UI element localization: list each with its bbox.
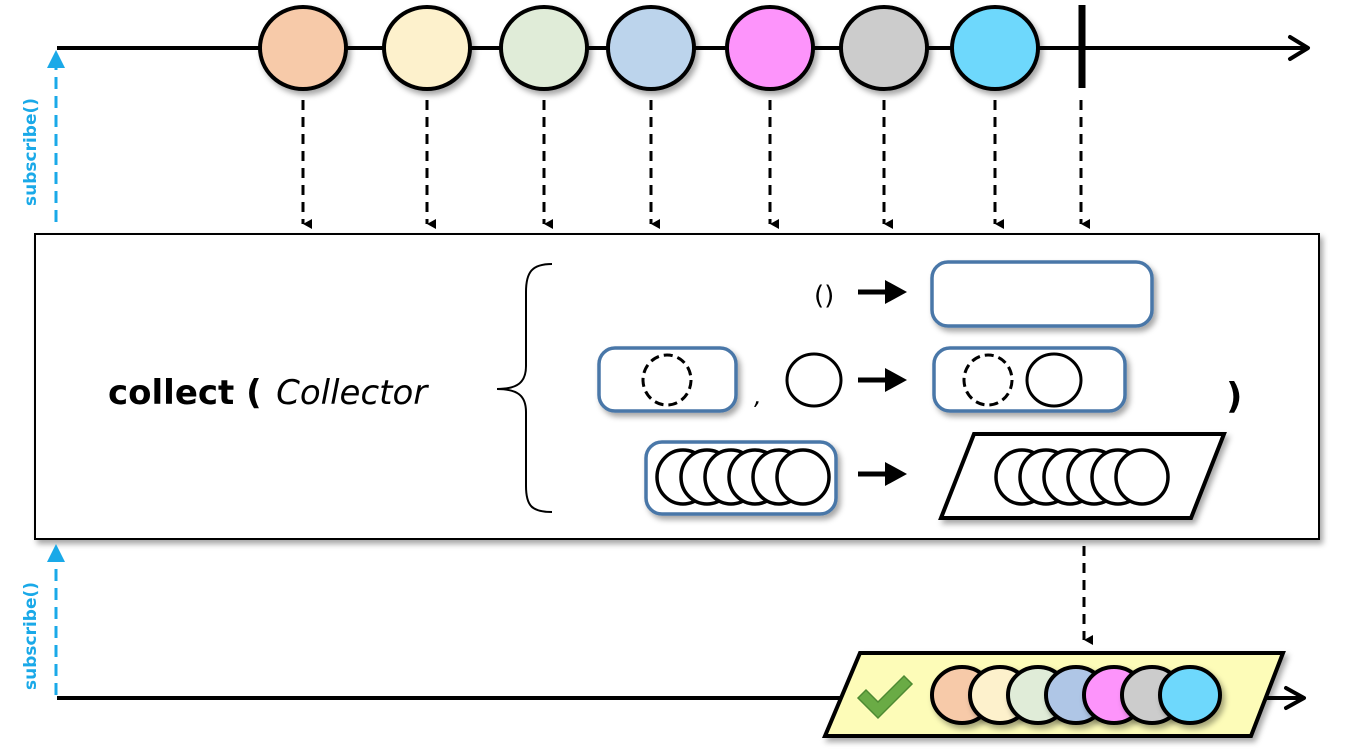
placeholder-element-icon xyxy=(641,353,693,407)
full-container-elements xyxy=(655,448,831,506)
subscribe-arrow-bottom: subscribe() xyxy=(21,544,65,695)
result-timeline-arrowhead xyxy=(1284,686,1306,710)
supplier-symbol: () xyxy=(814,281,834,311)
source-marble-light-green xyxy=(499,5,589,91)
operator-argument: Collector xyxy=(276,373,429,413)
result-timeline xyxy=(57,651,1306,738)
result-marbles xyxy=(930,665,1222,725)
collector-brace xyxy=(496,263,553,513)
element-icon xyxy=(775,448,831,506)
operator-name: collect ( xyxy=(108,373,262,413)
arrow-icon xyxy=(858,462,907,486)
source-timeline-arrowhead xyxy=(1288,35,1310,61)
subscribe-label-bottom: subscribe() xyxy=(21,582,41,690)
source-marble-cream xyxy=(382,5,472,91)
arrow-icon xyxy=(858,280,907,304)
element-icon xyxy=(785,352,843,408)
check-icon xyxy=(856,674,914,720)
source-marbles xyxy=(258,5,1040,91)
element-icon xyxy=(1025,352,1083,408)
element-icon xyxy=(1114,448,1170,506)
source-marble-light-blue xyxy=(606,5,696,91)
emission-arrows xyxy=(301,100,1090,229)
source-timeline xyxy=(57,5,1310,91)
svg-text:collect ( Collector: collect ( Collector xyxy=(108,373,429,413)
source-marble-cyan xyxy=(950,5,1040,91)
placeholder-element-icon xyxy=(962,353,1014,407)
subscribe-arrow-top: subscribe() xyxy=(21,50,65,222)
operator-closing: ) xyxy=(1226,376,1242,417)
source-marble-gray xyxy=(839,5,929,91)
accumulator-separator: , xyxy=(754,382,762,410)
operator-box: collect ( Collector () , ) xyxy=(34,233,1320,540)
arrow-icon xyxy=(858,368,907,392)
result-shape-elements xyxy=(994,448,1170,506)
source-marble-magenta xyxy=(725,5,815,91)
result-marble-cyan xyxy=(1158,665,1222,725)
source-marble-orange xyxy=(258,5,348,91)
empty-container xyxy=(930,260,1154,328)
subscribe-label-top: subscribe() xyxy=(21,98,41,206)
